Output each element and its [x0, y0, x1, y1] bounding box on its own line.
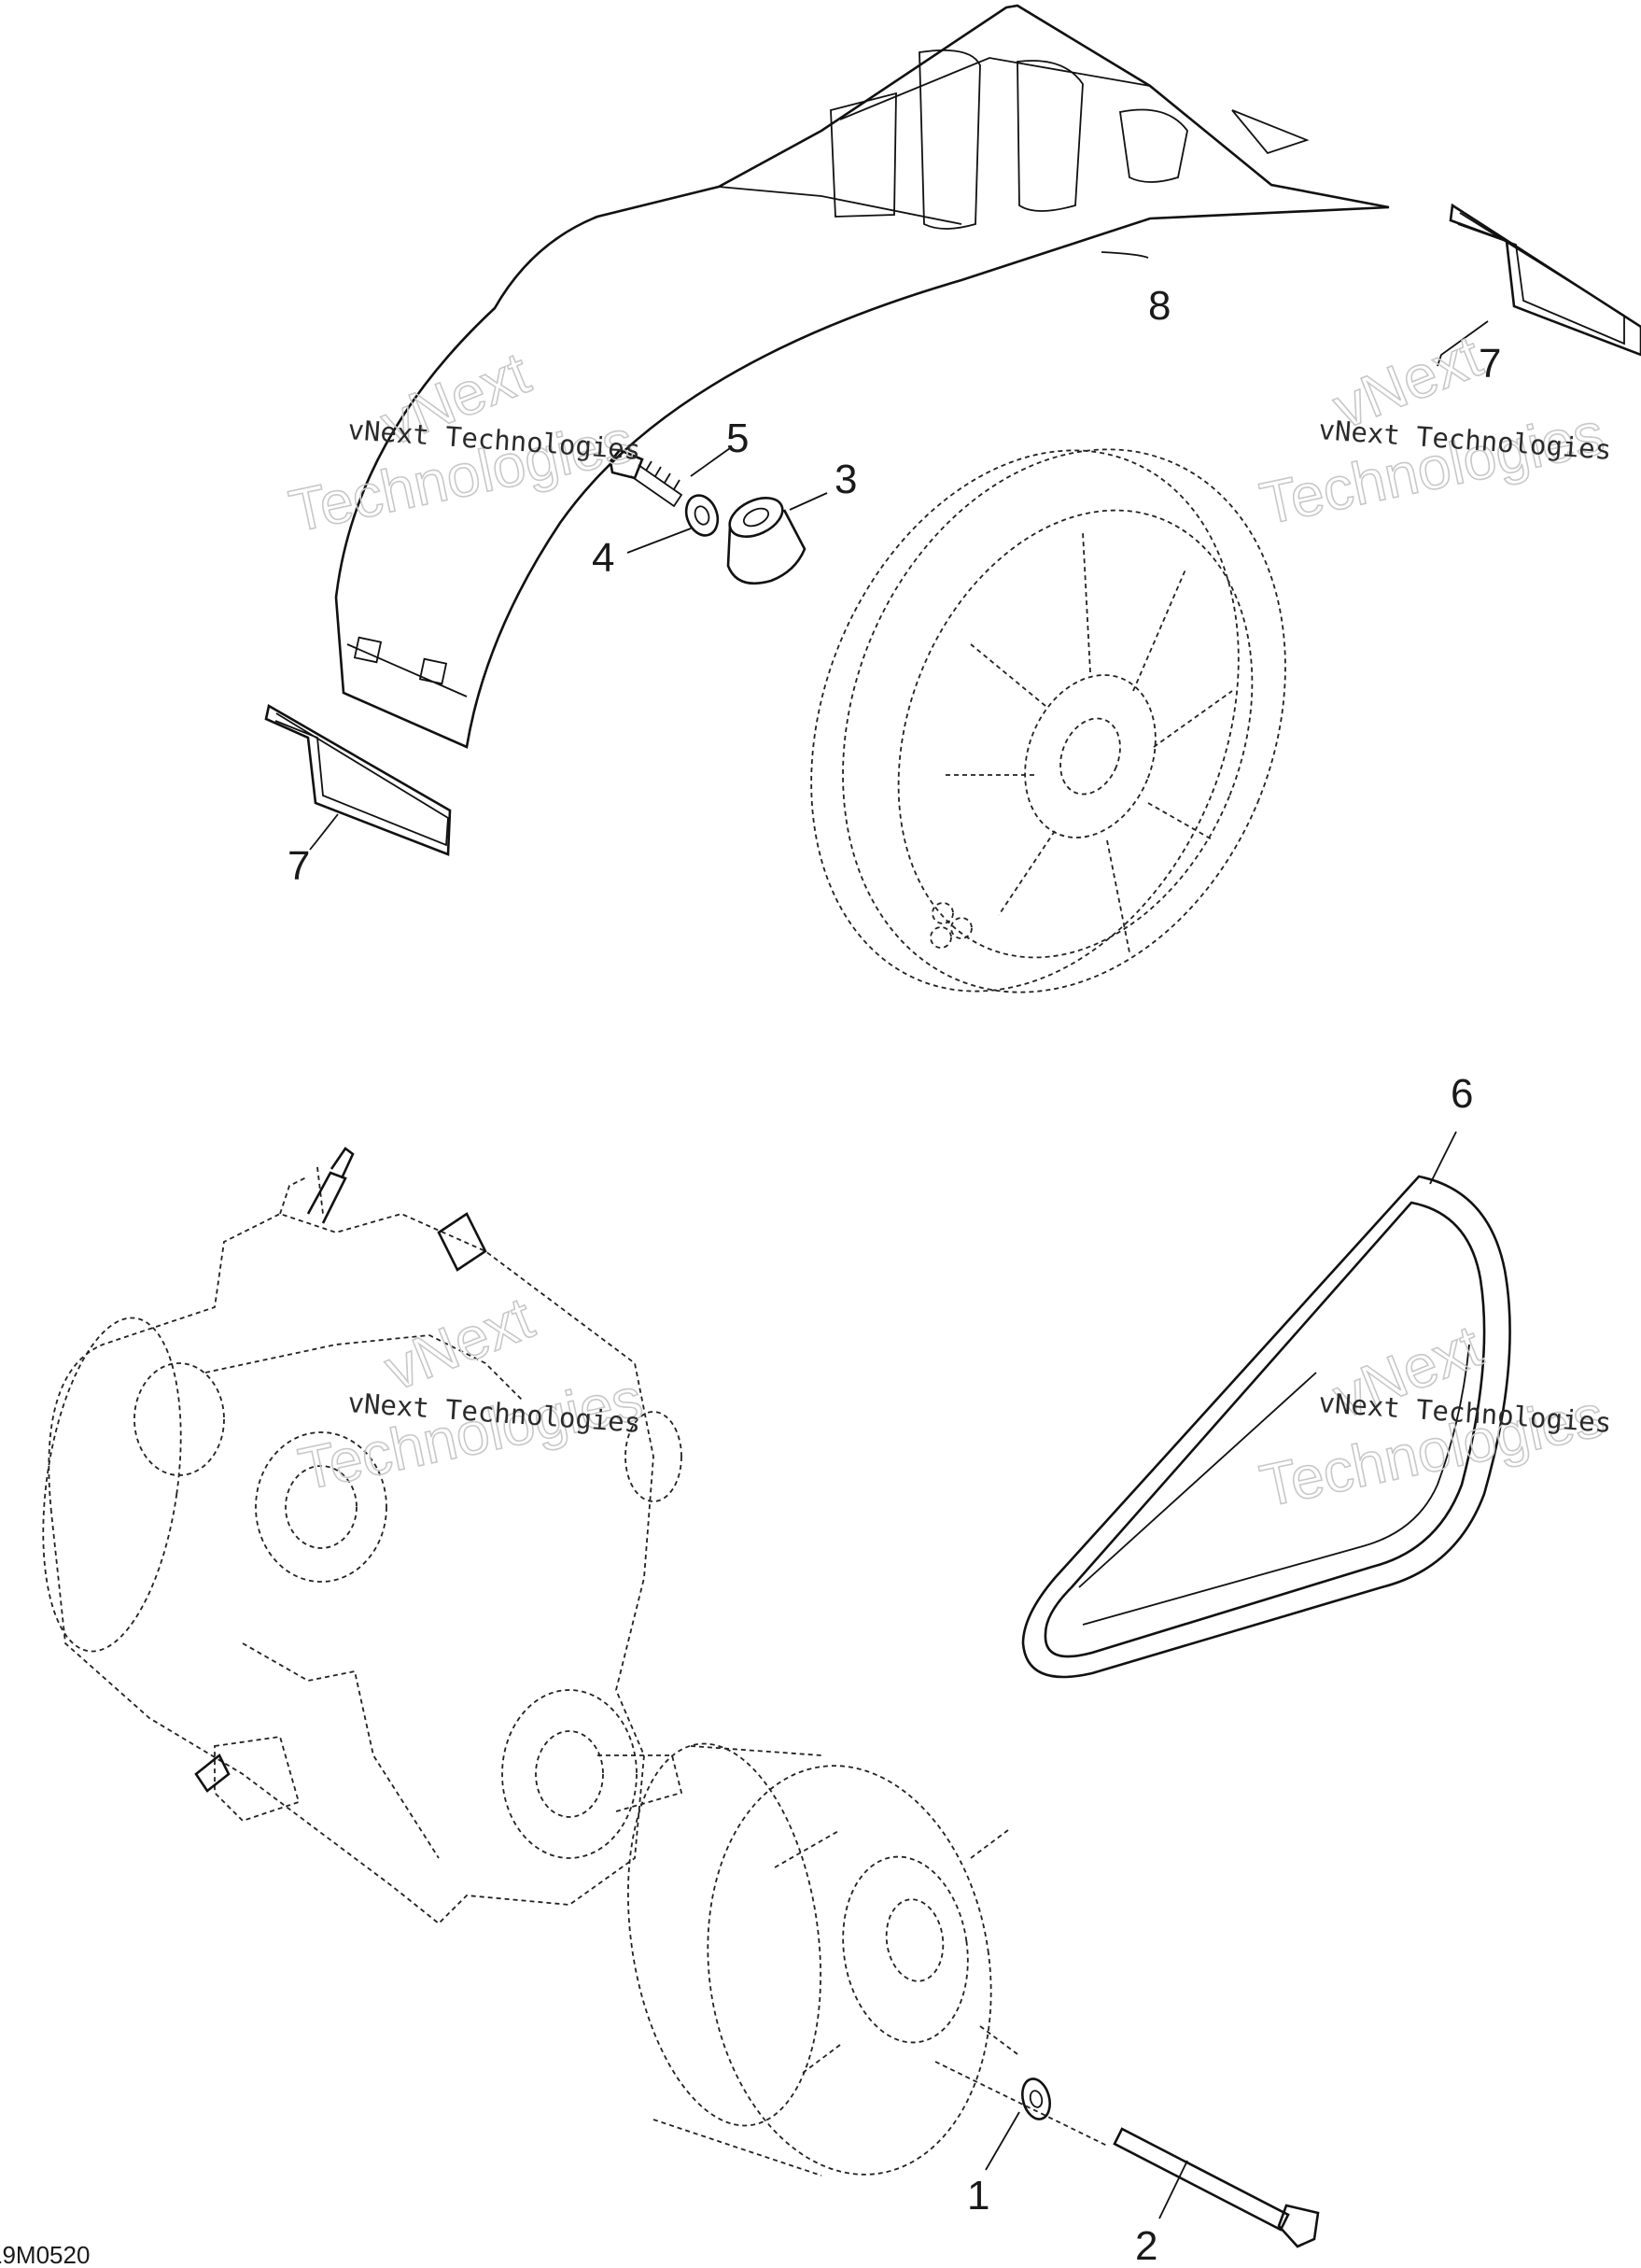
watermark-upper-right: vNext Technologies vNext Technologies — [1254, 321, 1612, 538]
leader-6 — [1429, 1131, 1457, 1185]
watermark-big-word-1: vNext — [375, 1284, 542, 1403]
leader-8 — [1101, 251, 1149, 259]
callout-7-left: 7 — [288, 843, 310, 889]
callout-labels: 8 7 7 5 3 4 6 1 2 — [288, 283, 1501, 2268]
bolt-axis-line — [934, 2061, 1108, 2147]
leader-3 — [789, 492, 828, 511]
drive-belt — [1021, 1175, 1511, 1679]
watermark-middle: vNext Technologies vNext Technologies — [292, 1283, 649, 1503]
driven-pulley — [810, 448, 1286, 993]
callout-3: 3 — [835, 457, 857, 502]
callout-5: 5 — [726, 416, 749, 461]
washer — [1021, 2078, 1051, 2120]
retainer-right — [1449, 203, 1641, 357]
leader-lines — [309, 251, 1489, 2219]
retainer-left — [264, 703, 452, 856]
washer — [684, 494, 720, 537]
callout-8: 8 — [1148, 283, 1171, 329]
leader-7-right — [1437, 320, 1489, 367]
callout-4: 4 — [592, 535, 614, 581]
belt-guard — [334, 4, 1390, 749]
drive-pulley — [627, 1742, 1018, 2176]
callout-2: 2 — [1135, 2223, 1157, 2268]
watermark-lower-right: vNext Technologies vNext Technologies — [1254, 1311, 1612, 1520]
leader-5 — [690, 447, 731, 477]
leader-4 — [626, 528, 692, 554]
spacer — [726, 497, 806, 585]
watermark-upper-left: vNext Technologies vNext Technologies — [283, 338, 641, 545]
figure-code: 19M0520 — [0, 2241, 90, 2268]
screw — [609, 448, 683, 508]
bolt — [1113, 2127, 1320, 2248]
engine — [42, 1147, 683, 1925]
leader-1 — [985, 2111, 1020, 2171]
callout-6: 6 — [1451, 1071, 1473, 1117]
watermark-big-word-2: Technologies — [1255, 400, 1609, 538]
leader-7-left — [309, 813, 339, 851]
leader-2 — [1158, 2160, 1188, 2219]
callout-7-right: 7 — [1479, 341, 1501, 387]
callout-1: 1 — [967, 2173, 989, 2219]
